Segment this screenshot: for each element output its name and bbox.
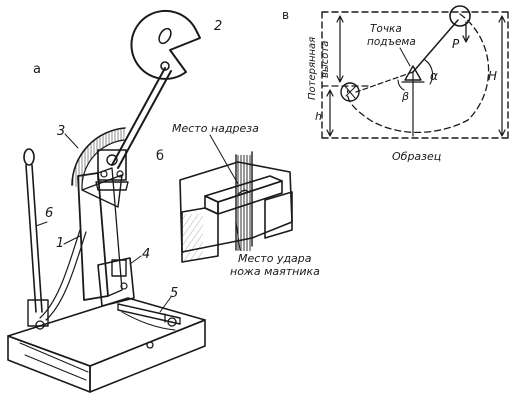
specimen-label: Образец — [392, 150, 441, 163]
part-number-2: 2 — [214, 19, 222, 34]
lost-height-label-line2: высота — [320, 41, 331, 78]
axle-head — [95, 149, 129, 191]
release-lever — [23, 148, 49, 327]
pendulum-rod — [111, 67, 172, 169]
angle-alpha-label: α — [430, 69, 438, 83]
force-label: P — [452, 37, 460, 51]
specimen-support — [97, 257, 135, 307]
frame-column — [39, 167, 123, 321]
impact-location-label-line2: ножа маятника — [230, 265, 320, 278]
part-number-4: 4 — [142, 247, 150, 262]
machine-base — [7, 297, 206, 393]
anvil-rail — [117, 303, 181, 331]
part-number-3: 3 — [57, 124, 65, 139]
height-h-label: h — [315, 110, 322, 123]
panel-b-specimen: б Место надреза Место удара ножа маятник… — [156, 122, 320, 278]
panel-label-a: а — [33, 62, 41, 77]
angle-beta-label: β — [401, 90, 409, 103]
impact-location-label-line1: Место удара — [238, 252, 312, 265]
panel-label-v: в — [282, 8, 289, 22]
part-number-1: 1 — [56, 236, 64, 251]
lift-point-label-line2: подъема — [367, 36, 416, 48]
lift-point-label-line1: Точка — [370, 23, 402, 35]
pendulum-hammer — [130, 9, 201, 80]
panel-v-schematic: в Точка подъема P α β H h Образе — [282, 5, 509, 163]
panel-a-machine: 1 2 3 4 5 6 а — [7, 9, 222, 393]
lost-height-label-line1: Потерянная — [307, 37, 318, 100]
panel-label-b: б — [156, 149, 164, 164]
angle-scale — [71, 127, 126, 208]
notch-location-label: Место надреза — [172, 122, 259, 135]
height-H-label: H — [488, 69, 497, 83]
part-leaders — [35, 133, 172, 313]
part-number-6: 6 — [45, 206, 53, 221]
part-number-5: 5 — [170, 286, 178, 301]
